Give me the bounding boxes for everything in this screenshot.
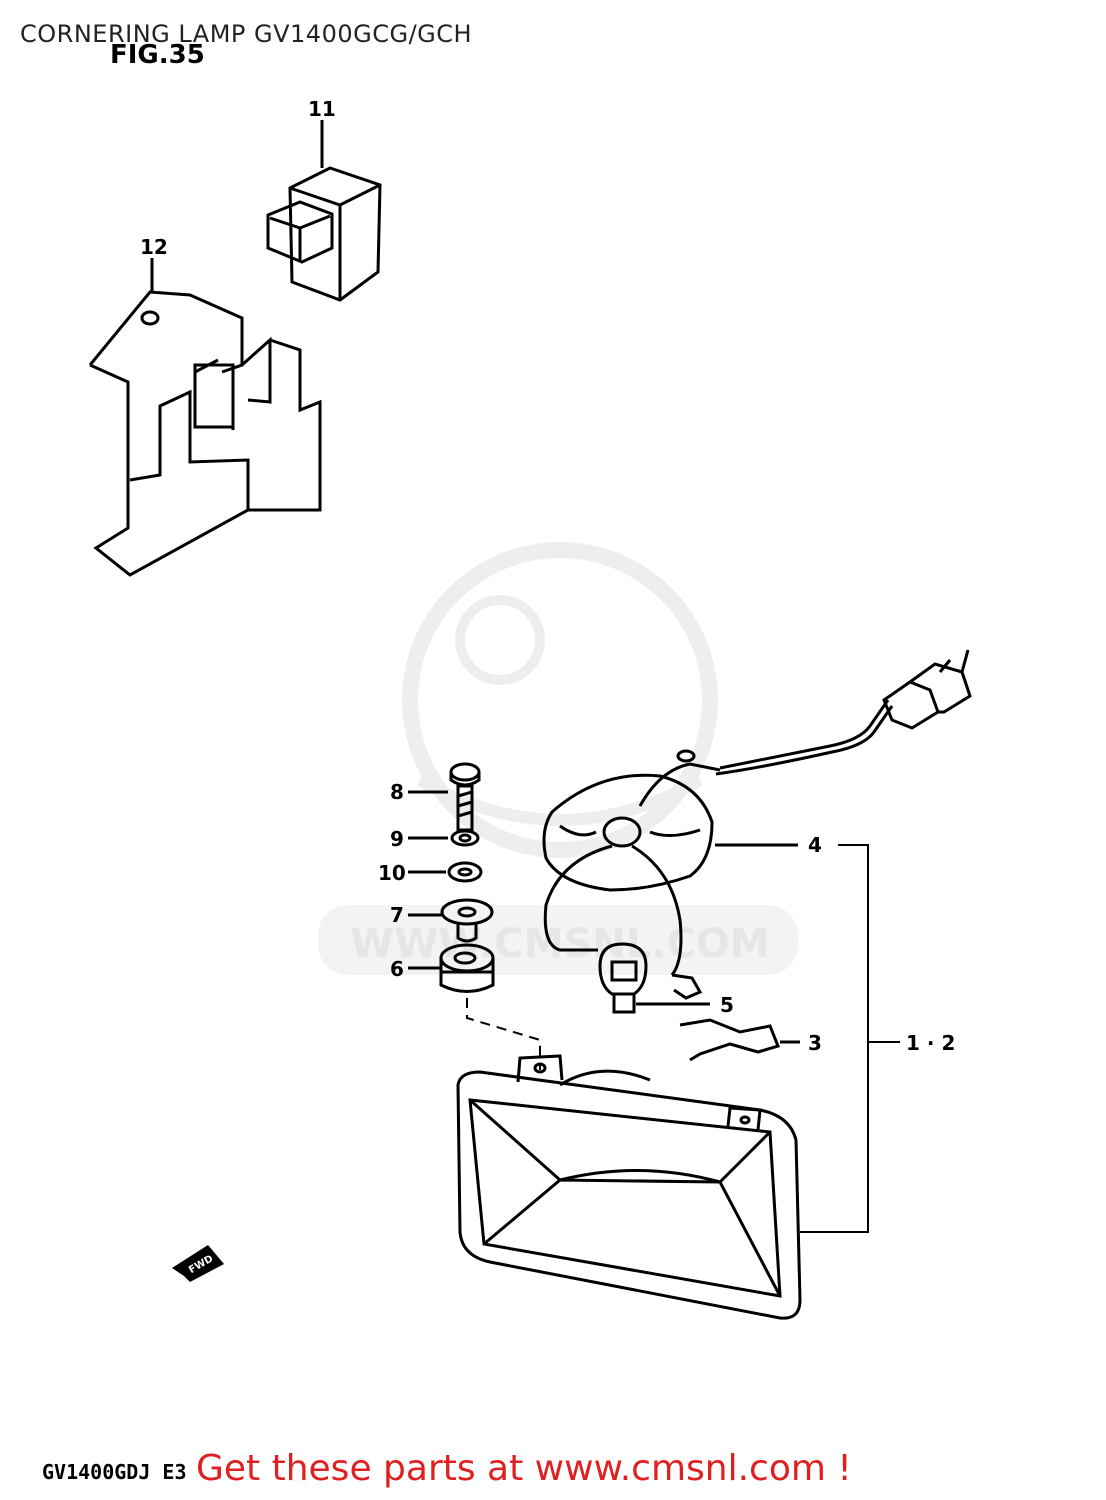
watermark-text: WWW.CMSNL.COM (350, 921, 770, 967)
assembly-bracket-line (800, 844, 900, 1233)
dashed-assembly-leader (466, 998, 541, 1070)
callout-11: 11 (308, 97, 336, 121)
callout-5: 5 (720, 993, 734, 1017)
grommet-part-6[interactable] (408, 943, 495, 993)
callout-7: 7 (390, 903, 404, 927)
collar-part-7[interactable] (408, 898, 494, 943)
washer-part-10[interactable] (408, 861, 483, 883)
callout-1-2: 1 · 2 (906, 1031, 955, 1055)
callout-12: 12 (140, 235, 168, 259)
callout-4: 4 (808, 833, 822, 857)
footer-cta-link[interactable]: Get these parts at www.cmsnl.com ! (196, 1448, 852, 1489)
relay-unit-part-11[interactable] (266, 120, 382, 302)
fwd-direction-tag: FWD (172, 1245, 224, 1282)
figure-label: FIG.35 (110, 40, 205, 70)
bulb-part-5[interactable] (598, 942, 710, 1014)
callout-3: 3 (808, 1031, 822, 1055)
callout-10: 10 (378, 861, 406, 885)
callout-6: 6 (390, 957, 404, 981)
spring-clip-part-3[interactable] (679, 1018, 800, 1062)
model-code: GV1400GDJ E3 (42, 1460, 187, 1484)
socket-part-4[interactable] (542, 649, 972, 976)
page-title: CORNERING LAMP GV1400GCG/GCH (20, 20, 473, 48)
lamp-housing-part-1-2[interactable] (456, 1054, 802, 1320)
washer-part-9[interactable] (408, 829, 480, 847)
bracket-part-12[interactable] (88, 258, 322, 577)
callout-8: 8 (390, 780, 404, 804)
callout-9: 9 (390, 827, 404, 851)
